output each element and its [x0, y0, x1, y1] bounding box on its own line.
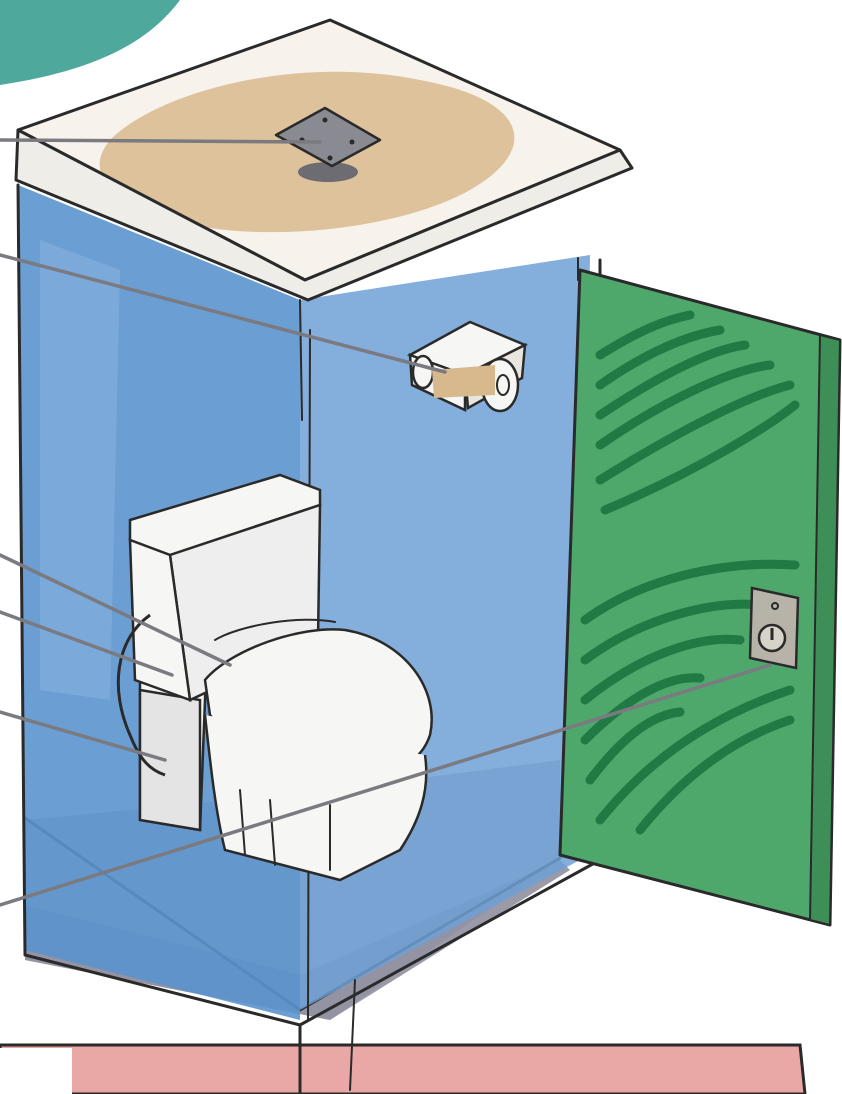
leader-roof-vent	[0, 140, 320, 142]
door-lock-icon	[750, 588, 798, 668]
ground-notch	[0, 1048, 72, 1094]
door	[560, 270, 840, 925]
sky-patch	[0, 0, 180, 85]
ground-patch	[0, 1045, 805, 1094]
